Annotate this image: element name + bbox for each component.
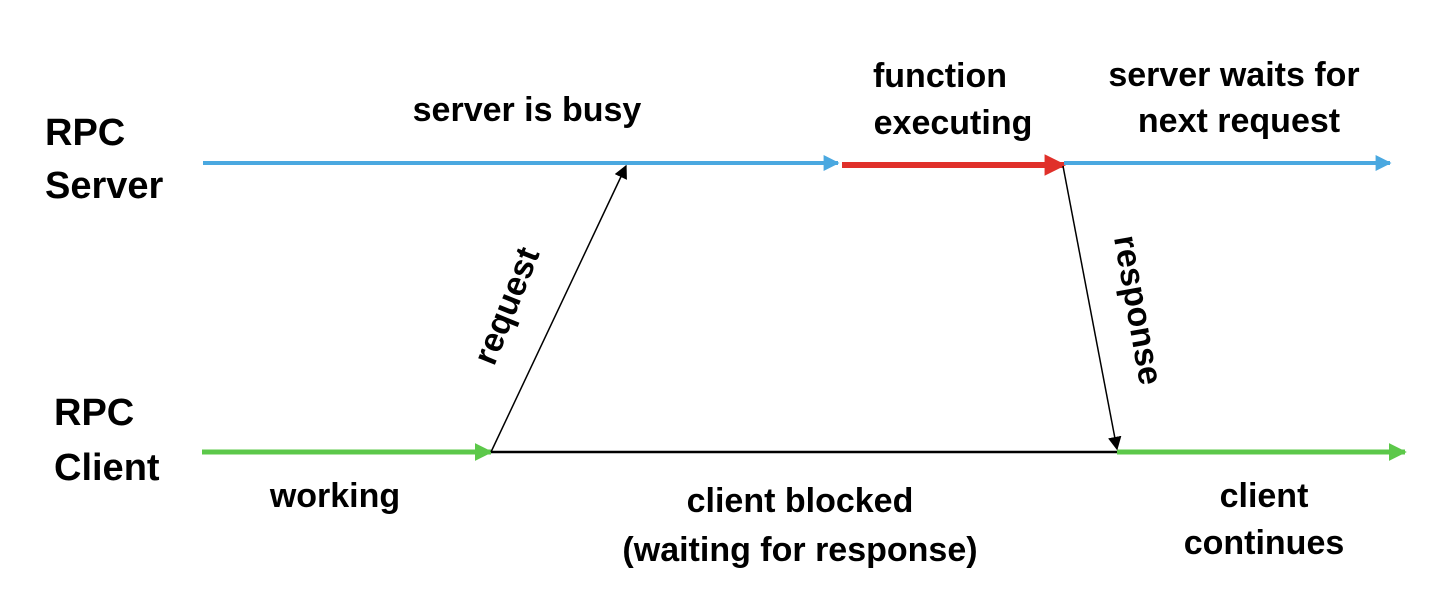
response-message-label: response — [1106, 232, 1170, 387]
client-continues-label-line1: client — [1220, 477, 1309, 515]
server-actor-label-line2: Server — [45, 165, 164, 207]
client-actor-label-line2: Client — [54, 447, 160, 489]
client-actor-label-line1: RPC — [54, 392, 134, 434]
client-blocked-label-line1: client blocked — [687, 482, 914, 520]
client-working-label: working — [269, 477, 400, 515]
server-busy-label: server is busy — [413, 91, 642, 129]
response-arrow — [1062, 165, 1122, 451]
server-actor-label-line1: RPC — [45, 112, 125, 154]
client-blocked-label-line2: (waiting for response) — [622, 531, 977, 569]
server-waits-label-line1: server waits for — [1108, 56, 1359, 94]
server-timeline — [203, 154, 1392, 176]
request-message-label: request — [466, 242, 547, 370]
client-continues-label-line2: continues — [1184, 524, 1345, 562]
server-waits-label-line2: next request — [1138, 102, 1340, 140]
function-executing-label-line1: function — [873, 57, 1007, 95]
function-executing-label-line2: executing — [874, 104, 1033, 142]
request-arrow — [490, 164, 627, 453]
